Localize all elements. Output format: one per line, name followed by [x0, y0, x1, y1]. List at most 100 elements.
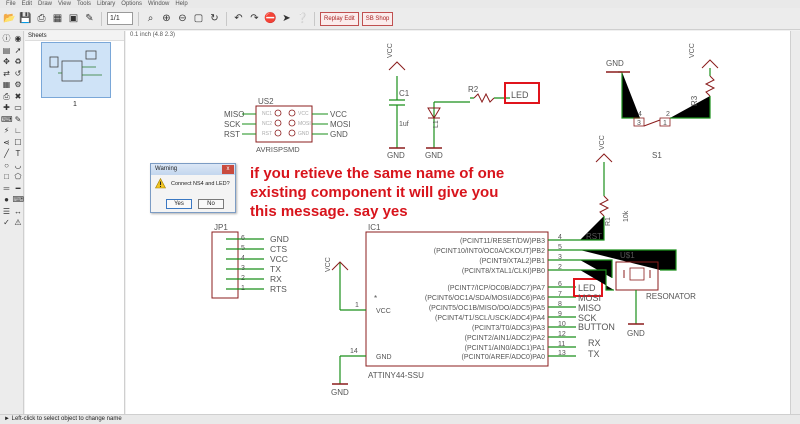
menu-window[interactable]: Window [147, 1, 170, 7]
jp1-net-rts: RTS [270, 284, 287, 294]
copy-icon[interactable]: ♻ [14, 57, 22, 66]
smash-icon[interactable]: ⚡ [3, 126, 10, 135]
go-icon[interactable]: ➤ [282, 13, 291, 24]
replace-icon[interactable]: ▭ [14, 103, 22, 112]
junction-icon[interactable]: ● [4, 195, 9, 204]
schematic-canvas[interactable]: US2 AVRISPSMD MISO SCK RST VCC MOSI GND … [126, 31, 790, 414]
jp1-symbol[interactable]: JP1 6 5 4 3 2 1 GND CTS VCC TX RX RTS [211, 223, 289, 299]
ic1-pin-num: 10 [558, 321, 566, 328]
u1-symbol[interactable]: U$1 RESONATOR GND [580, 249, 696, 338]
us2-pin-5: MOSI [298, 121, 311, 127]
us2-pin-1: NC1 [262, 111, 272, 117]
ic1-value: ATTINY44-SSU [368, 371, 424, 380]
rect-icon[interactable]: □ [4, 172, 9, 181]
errors-icon[interactable]: ⚠ [14, 218, 22, 227]
attribute-icon[interactable]: ☰ [2, 206, 11, 216]
menu-library[interactable]: Library [96, 1, 116, 7]
ic1-pin-label: (PCINT7/ICP/OC0B/ADC7)PA7 [447, 285, 545, 292]
arc-icon[interactable]: ◡ [14, 160, 22, 170]
redo-icon[interactable]: ↷ [250, 13, 259, 24]
r1-net-label: RST [586, 232, 602, 241]
redraw-icon[interactable]: ↻ [210, 13, 219, 24]
zoom-select-icon[interactable]: ▢ [193, 13, 204, 24]
eye-icon[interactable]: ◉ [14, 34, 22, 43]
rotate-icon[interactable]: ↺ [14, 68, 22, 78]
ic1-pin-label: (PCINT0/AREF/ADC0)PA0 [462, 354, 546, 361]
ic1-net-led: LED [578, 283, 596, 293]
us2-label-gnd: GND [330, 130, 348, 139]
menu-file[interactable]: File [6, 1, 16, 7]
miter-icon[interactable]: ∟ [14, 126, 22, 135]
paste-icon[interactable]: ⎙ [3, 91, 10, 101]
script-icon[interactable]: ✎ [85, 13, 94, 24]
s1-pin-1: 1 [663, 120, 667, 127]
menu-tools[interactable]: Tools [76, 1, 91, 7]
net-icon[interactable]: ━ [15, 183, 21, 193]
r2-symbol[interactable]: R2 LED [468, 82, 540, 104]
r3-symbol[interactable]: VCC R3 [689, 43, 719, 106]
name-icon[interactable]: ⌨ [1, 114, 13, 124]
ic1-net-miso: MISO [578, 303, 601, 313]
text-icon[interactable]: T [15, 149, 21, 158]
change-icon[interactable]: ⚙ [14, 80, 22, 89]
s1-gnd: GND [606, 59, 624, 68]
open-icon[interactable]: 📂 [3, 13, 16, 24]
yes-button[interactable]: Yes [166, 199, 192, 209]
menu-options[interactable]: Options [121, 1, 142, 7]
wire-icon[interactable]: ╱ [4, 149, 9, 158]
replay-badge[interactable]: Replay Edit [320, 11, 359, 26]
value-icon[interactable]: ✎ [14, 114, 22, 124]
invoke-icon[interactable]: ☐ [14, 137, 22, 147]
save-icon[interactable]: 💾 [19, 13, 32, 24]
print-icon[interactable]: ⎙ [37, 13, 46, 24]
delete-icon[interactable]: ✖ [14, 91, 22, 101]
c1-symbol[interactable]: VCC C1 1uf GND [387, 43, 410, 160]
zoom-fit-icon[interactable]: ⌕ [147, 13, 154, 24]
ic1-net-mosi: MOSI [578, 293, 601, 303]
cam-icon[interactable]: ▦ [52, 13, 63, 24]
menu-help[interactable]: Help [175, 1, 188, 7]
circle-icon[interactable]: ○ [4, 160, 9, 170]
sheet-combo[interactable]: 1/1 [107, 12, 133, 25]
ic1-pin-label: (PCINT5/OC1B/MISO/DO/ADC5)PA5 [429, 305, 545, 312]
r3-name: R3 [690, 95, 699, 106]
label-icon[interactable]: ⌨ [12, 195, 25, 204]
ic1-net-sck: SCK [578, 313, 597, 323]
split-icon[interactable]: ⋖ [3, 137, 10, 147]
dialog-close-button[interactable]: x [222, 165, 234, 174]
led-symbol[interactable]: L1 GND [425, 101, 470, 160]
dimension-icon[interactable]: ↔ [14, 206, 22, 216]
led-name: L1 [433, 120, 440, 128]
menu-draw[interactable]: Draw [38, 1, 53, 7]
info-icon[interactable]: ⓘ [2, 34, 11, 43]
undo-icon[interactable]: ↶ [234, 13, 243, 24]
add-icon[interactable]: ✚ [3, 103, 10, 112]
ic1-symbol[interactable]: IC1 ATTINY44-SSU VCC GND * VCC 1 GND 14 … [325, 223, 615, 397]
schematic-drawing: US2 AVRISPSMD MISO SCK RST VCC MOSI GND … [211, 43, 719, 397]
s1-symbol[interactable]: GND 4 3 2 1 S1 [606, 59, 711, 160]
bus-icon[interactable]: ═ [3, 183, 10, 193]
erc-icon[interactable]: ✓ [3, 218, 10, 227]
zoom-out-icon[interactable]: ⊖ [178, 13, 187, 24]
help-icon[interactable]: ❔ [296, 13, 309, 24]
shop-badge[interactable]: SB Shop [361, 11, 394, 26]
vertical-scrollbar[interactable] [790, 31, 800, 414]
us2-symbol[interactable]: US2 AVRISPSMD MISO SCK RST VCC MOSI GND … [224, 97, 350, 154]
sheet-thumbnail[interactable] [41, 42, 111, 98]
us2-pin-4: VCC [298, 111, 309, 117]
s1-pin-2: 2 [666, 111, 670, 118]
polygon-icon[interactable]: ⬠ [14, 172, 22, 181]
mirror-icon[interactable]: ⇄ [3, 68, 10, 78]
no-button[interactable]: No [198, 199, 224, 209]
r1-symbol[interactable]: VCC R1 10k RST [580, 135, 630, 241]
stop-icon[interactable]: ⛔ [264, 13, 277, 24]
menu-view[interactable]: View [58, 1, 71, 7]
group-icon[interactable]: ▦ [2, 80, 11, 89]
menu-edit[interactable]: Edit [21, 1, 33, 7]
move-icon[interactable]: ✥ [3, 57, 10, 66]
layer-icon[interactable]: ▤ [2, 45, 11, 55]
cursor-icon[interactable]: ➚ [14, 45, 22, 55]
board-icon[interactable]: ▣ [68, 13, 79, 24]
ic1-pin-label: (PCINT1/AIN0/ADC1)PA1 [465, 345, 545, 352]
zoom-in-icon[interactable]: ⊕ [162, 13, 171, 24]
